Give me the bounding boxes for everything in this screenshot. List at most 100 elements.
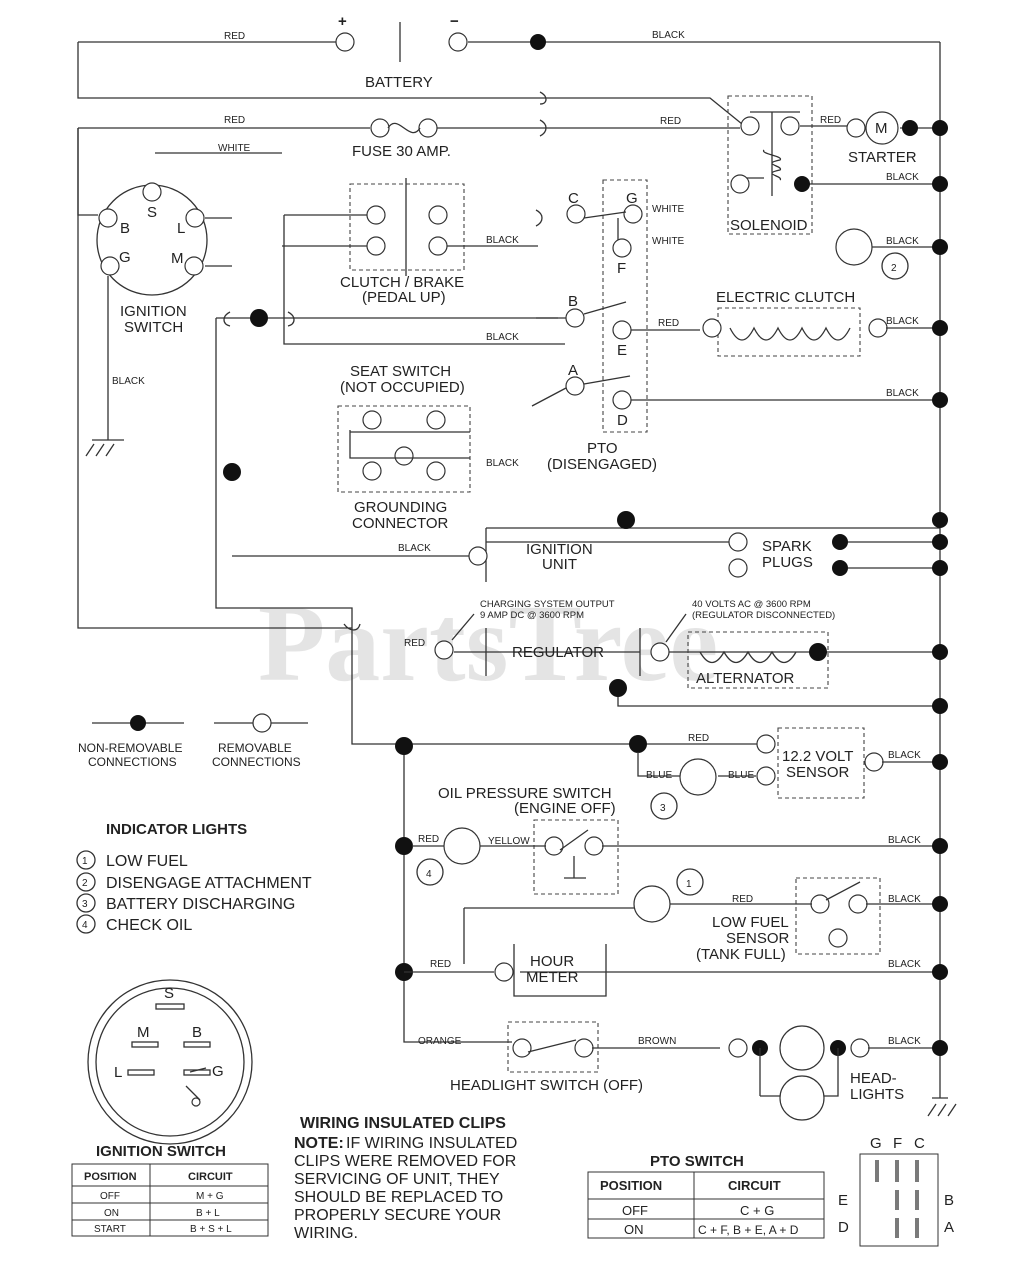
svg-text:OFF: OFF bbox=[622, 1203, 648, 1218]
svg-text:F: F bbox=[617, 260, 626, 277]
svg-text:REMOVABLE: REMOVABLE bbox=[218, 741, 292, 755]
svg-text:ON: ON bbox=[624, 1222, 644, 1237]
pto-switch-face: G F C E D B A bbox=[838, 1135, 954, 1247]
svg-text:BLUE: BLUE bbox=[728, 770, 754, 781]
svg-text:BLACK: BLACK bbox=[886, 316, 919, 327]
svg-text:B + S + L: B + S + L bbox=[190, 1224, 232, 1235]
main-feed-wire bbox=[215, 317, 770, 745]
svg-text:SHOULD BE REPLACED TO: SHOULD BE REPLACED TO bbox=[294, 1189, 503, 1206]
spark-plugs-label: SPARK bbox=[762, 538, 812, 555]
svg-text:M: M bbox=[171, 250, 184, 267]
svg-text:IGNITION SWITCH: IGNITION SWITCH bbox=[96, 1143, 226, 1160]
svg-text:(REGULATOR DISCONNECTED): (REGULATOR DISCONNECTED) bbox=[692, 610, 835, 621]
svg-text:NON-REMOVABLE: NON-REMOVABLE bbox=[78, 741, 182, 755]
svg-text:BATTERY DISCHARGING: BATTERY DISCHARGING bbox=[106, 896, 295, 913]
svg-text:PTO: PTO bbox=[587, 440, 618, 457]
svg-text:METER: METER bbox=[526, 969, 579, 986]
svg-text:B + L: B + L bbox=[196, 1208, 220, 1219]
svg-text:GROUNDING: GROUNDING bbox=[354, 499, 447, 516]
svg-text:HEADLIGHT SWITCH (OFF): HEADLIGHT SWITCH (OFF) bbox=[450, 1077, 643, 1094]
svg-text:OFF: OFF bbox=[100, 1191, 120, 1202]
svg-text:B: B bbox=[120, 220, 130, 237]
svg-text:WIRING INSULATED CLIPS: WIRING INSULATED CLIPS bbox=[300, 1115, 506, 1132]
svg-text:ORANGE: ORANGE bbox=[418, 1036, 462, 1047]
svg-text:LIGHTS: LIGHTS bbox=[850, 1086, 904, 1103]
svg-text:RED: RED bbox=[660, 116, 681, 127]
svg-text:BLUE: BLUE bbox=[646, 770, 672, 781]
svg-text:INDICATOR LIGHTS: INDICATOR LIGHTS bbox=[106, 821, 247, 838]
svg-text:G: G bbox=[212, 1063, 224, 1080]
headlights: HEAD- LIGHTS BLACK bbox=[728, 1025, 948, 1121]
insulated-clips-note: WIRING INSULATED CLIPS NOTE: IF WIRING I… bbox=[294, 1115, 517, 1242]
svg-text:OIL PRESSURE SWITCH: OIL PRESSURE SWITCH bbox=[438, 785, 612, 802]
svg-text:PTO SWITCH: PTO SWITCH bbox=[650, 1153, 744, 1170]
svg-text:IGNITION: IGNITION bbox=[120, 303, 187, 320]
fuse-label: FUSE 30 AMP. bbox=[352, 143, 451, 160]
svg-text:9 AMP DC @ 3600 RPM: 9 AMP DC @ 3600 RPM bbox=[480, 610, 584, 621]
hour-meter: HOUR METER RED BLACK bbox=[404, 944, 948, 997]
svg-text:BROWN: BROWN bbox=[638, 1036, 676, 1047]
svg-text:BLACK: BLACK bbox=[486, 332, 519, 343]
svg-text:UNIT: UNIT bbox=[542, 556, 577, 573]
svg-text:(DISENGAGED): (DISENGAGED) bbox=[547, 456, 657, 473]
pto-switch: C G F B E A D PTO (DISENGAGED) WHITE WHI… bbox=[531, 179, 948, 473]
watermark: PartsTree bbox=[258, 582, 718, 704]
pto-switch-table: PTO SWITCH POSITION CIRCUIT OFF C + G ON… bbox=[587, 1153, 825, 1239]
svg-text:L: L bbox=[177, 220, 185, 237]
svg-text:2: 2 bbox=[891, 263, 897, 274]
battery-label: BATTERY bbox=[365, 74, 433, 91]
svg-text:RED: RED bbox=[732, 894, 753, 905]
svg-text:POSITION: POSITION bbox=[84, 1171, 137, 1183]
seat-switch: SEAT SWITCH (NOT OCCUPIED) GROUNDING CON… bbox=[337, 363, 519, 532]
svg-text:BLACK: BLACK bbox=[888, 835, 921, 846]
svg-text:12.2 VOLT: 12.2 VOLT bbox=[782, 748, 853, 765]
voltage-sensor: 3 12.2 VOLT SENSOR RED BLUE BLUE BLACK bbox=[637, 727, 948, 820]
solenoid-label: SOLENOID bbox=[730, 217, 808, 234]
svg-text:ELECTRIC CLUTCH: ELECTRIC CLUTCH bbox=[716, 289, 855, 306]
svg-text:40 VOLTS AC @ 3600 RPM: 40 VOLTS AC @ 3600 RPM bbox=[692, 599, 811, 610]
svg-text:WHITE: WHITE bbox=[652, 236, 685, 247]
svg-text:PROPERLY SECURE YOUR: PROPERLY SECURE YOUR bbox=[294, 1207, 501, 1224]
electric-clutch: ELECTRIC CLUTCH BLACK bbox=[702, 289, 948, 357]
ground-symbol-right bbox=[927, 1097, 957, 1117]
ignition-switch: S B L G M IGNITION SWITCH WHITE BLACK bbox=[85, 143, 282, 457]
svg-text:4: 4 bbox=[426, 869, 432, 880]
svg-text:IF WIRING INSULATED: IF WIRING INSULATED bbox=[346, 1135, 517, 1152]
svg-text:M + G: M + G bbox=[196, 1191, 224, 1202]
low-fuel-sensor: 1 LOW FUEL SENSOR (TANK FULL) RED BLACK bbox=[463, 868, 948, 964]
indicator-light-2: 2 BLACK bbox=[835, 228, 948, 280]
svg-text:F: F bbox=[893, 1135, 902, 1152]
svg-text:START: START bbox=[94, 1224, 126, 1235]
svg-text:LOW FUEL: LOW FUEL bbox=[712, 914, 789, 931]
starter-label: STARTER bbox=[848, 149, 917, 166]
svg-text:BLACK: BLACK bbox=[398, 543, 431, 554]
svg-text:WHITE: WHITE bbox=[652, 204, 685, 215]
svg-text:WHITE: WHITE bbox=[218, 143, 251, 154]
fuse: FUSE 30 AMP. RED RED bbox=[77, 115, 740, 216]
svg-text:SENSOR: SENSOR bbox=[726, 930, 790, 947]
svg-text:B: B bbox=[568, 293, 578, 310]
svg-text:G: G bbox=[626, 190, 638, 207]
clip-connection bbox=[223, 463, 241, 481]
svg-text:CHECK OIL: CHECK OIL bbox=[106, 917, 192, 934]
connection-legend: NON-REMOVABLE CONNECTIONS REMOVABLE CONN… bbox=[78, 713, 308, 769]
ignition-switch-table: IGNITION SWITCH POSITION CIRCUIT OFF M +… bbox=[71, 1143, 269, 1237]
svg-text:(ENGINE OFF): (ENGINE OFF) bbox=[514, 800, 616, 817]
solenoid: SOLENOID RED BLACK bbox=[727, 95, 940, 235]
svg-text:BLACK: BLACK bbox=[112, 376, 145, 387]
svg-text:RED: RED bbox=[430, 959, 451, 970]
svg-text:(PEDAL UP): (PEDAL UP) bbox=[362, 289, 446, 306]
svg-text:A: A bbox=[568, 362, 578, 379]
svg-text:(NOT OCCUPIED): (NOT OCCUPIED) bbox=[340, 379, 465, 396]
svg-text:RED: RED bbox=[688, 733, 709, 744]
svg-text:3: 3 bbox=[660, 803, 666, 814]
ignition-switch-face: S M B L G bbox=[87, 979, 253, 1145]
svg-text:D: D bbox=[838, 1219, 849, 1236]
svg-text:S: S bbox=[147, 204, 157, 221]
svg-text:LOW FUEL: LOW FUEL bbox=[106, 853, 188, 870]
battery-negative-terminal bbox=[448, 32, 468, 52]
svg-text:2: 2 bbox=[82, 878, 88, 889]
svg-text:G: G bbox=[119, 249, 131, 266]
svg-text:BLACK: BLACK bbox=[886, 388, 919, 399]
svg-text:RED: RED bbox=[820, 115, 841, 126]
